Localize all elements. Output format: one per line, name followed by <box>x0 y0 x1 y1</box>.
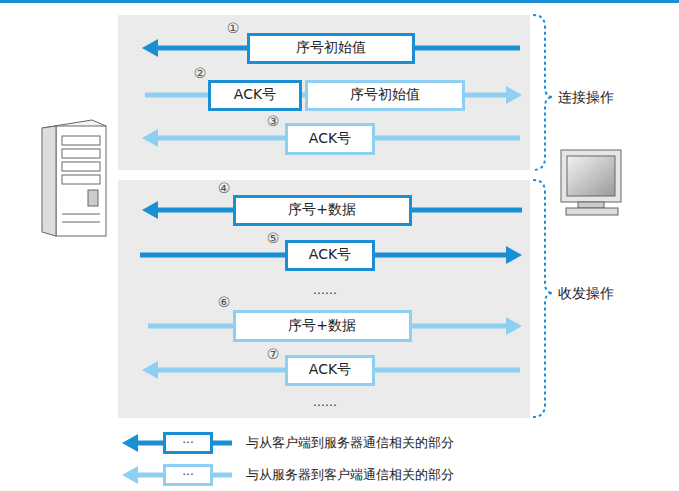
transfer-panel <box>118 180 530 418</box>
ellipsis: …… <box>313 283 337 297</box>
arrow-head <box>142 361 158 379</box>
message-box: 序号初始值 <box>247 33 415 64</box>
arrow-layer <box>122 39 522 484</box>
arrow-head <box>506 317 522 335</box>
callout-number: ⑤ <box>267 230 280 246</box>
box-text: 序号初始值 <box>296 39 366 57</box>
arrow-head <box>142 39 158 57</box>
server-icon <box>42 120 106 236</box>
box-text: ACK号 <box>309 361 351 379</box>
arrow-head <box>122 434 138 452</box>
ellipsis: …… <box>313 395 337 409</box>
arrow-head <box>142 129 158 147</box>
callout-number: ⑥ <box>218 294 231 310</box>
box-text: ACK号 <box>309 246 351 264</box>
legend-sample-box: ··· <box>163 432 213 454</box>
legend-text: 与从服务器到客户端通信相关的部分 <box>246 466 454 484</box>
callout-number: ② <box>194 65 207 81</box>
callout-number: ③ <box>267 113 280 129</box>
callout-number: ① <box>227 20 240 36</box>
connect-panel <box>118 15 530 170</box>
message-box: 序号+数据 <box>233 310 412 342</box>
message-box: ACK号 <box>208 80 302 111</box>
box-text: 序号+数据 <box>288 317 356 335</box>
brace <box>533 180 553 417</box>
bracket-label: 连接操作 <box>558 89 614 107</box>
arrow-head <box>142 201 158 219</box>
box-text: 序号初始值 <box>350 86 420 104</box>
callout-number: ⑦ <box>267 346 280 362</box>
box-text: ACK号 <box>234 86 276 104</box>
client-monitor-icon <box>561 150 621 215</box>
arrow-head <box>506 246 522 264</box>
brace <box>533 15 553 170</box>
message-box: ACK号 <box>285 355 375 386</box>
legend-text: 与从客户端到服务器通信相关的部分 <box>246 434 454 452</box>
legend-sample-box: ··· <box>163 464 213 486</box>
bracket-label: 收发操作 <box>558 285 614 303</box>
message-box: 序号初始值 <box>305 80 465 111</box>
callout-number: ④ <box>218 180 231 196</box>
message-box: ACK号 <box>285 123 375 155</box>
message-box: ACK号 <box>285 240 375 271</box>
arrow-head <box>122 466 138 484</box>
arrow-head <box>506 86 522 104</box>
message-box: 序号+数据 <box>233 195 412 226</box>
box-text: ACK号 <box>309 130 351 148</box>
box-text: 序号+数据 <box>288 201 356 219</box>
top-rule <box>0 0 679 3</box>
